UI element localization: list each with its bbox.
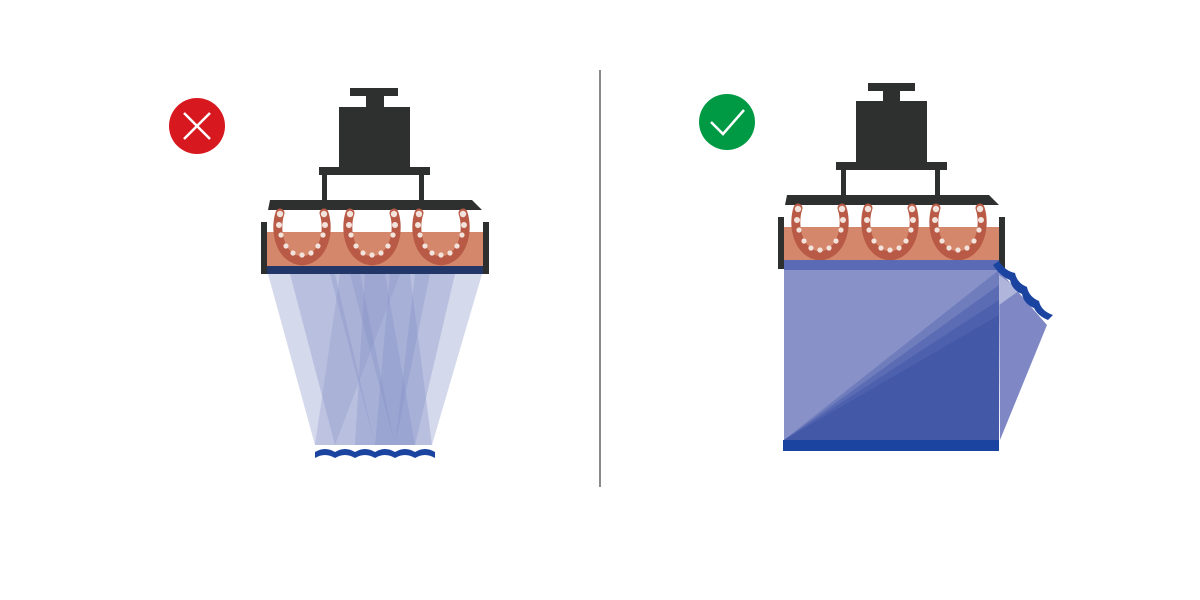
- build-head: [785, 83, 999, 205]
- printer-incorrect: [261, 88, 489, 458]
- vat-floor-light: [784, 260, 999, 270]
- check-mark-icon: [699, 94, 755, 150]
- vat: [778, 217, 1005, 269]
- mirror-light: [999, 270, 1047, 440]
- lamp-wavy: [315, 449, 435, 458]
- x-mark-icon: [169, 98, 225, 154]
- mirror-wavy: [993, 261, 1053, 320]
- build-head: [268, 88, 482, 210]
- printer-correct: [778, 83, 1053, 451]
- lamp-bar: [783, 440, 999, 451]
- scattered-light-beams: [268, 274, 482, 445]
- reflected-light: [784, 270, 999, 440]
